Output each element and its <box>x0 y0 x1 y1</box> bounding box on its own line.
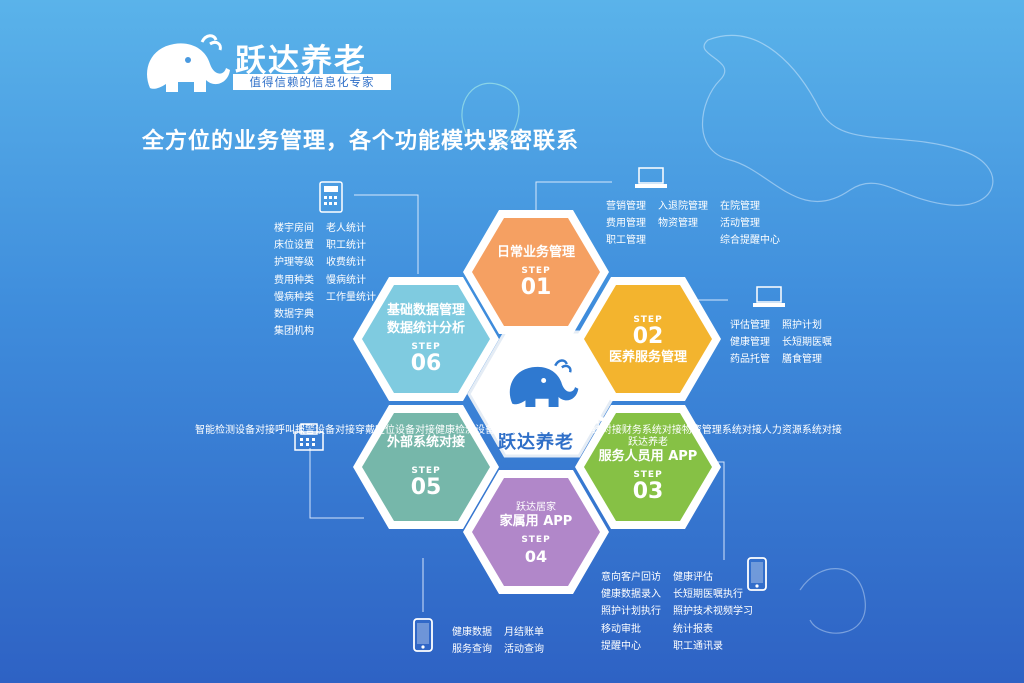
feature-item: 评估管理 <box>730 320 770 331</box>
feature-item <box>658 232 708 249</box>
step-number: 03 <box>632 479 664 504</box>
brand-slogan: 值得信赖的信息化专家 <box>233 74 391 90</box>
feature-item: 老人统计 <box>326 223 366 234</box>
daily-business-list: 营销管理 入退院管理 在院管理费用管理物资管理 活动管理职工管理 综合提醒中心 <box>606 198 780 250</box>
staff-app-list: 意向客户回访 健康评估健康数据录入长短期医嘱执行照护计划执行照护技术视频学习移动审… <box>601 569 753 655</box>
feature-item: 月结账单 <box>504 627 544 638</box>
step-label: STEP <box>411 342 441 352</box>
feature-item: 服务查询 <box>452 644 492 656</box>
laptop-icon <box>753 286 785 307</box>
smartphone-icon <box>747 557 767 591</box>
medical-service-list: 评估管理 照护计划健康管理长短期医嘱药品托管膳食管理 <box>730 317 832 369</box>
feature-item: 照护计划执行 <box>601 606 661 618</box>
elephant-logo-icon <box>579 407 607 424</box>
feature-item: 健康数据 <box>452 627 492 638</box>
step-label: STEP <box>521 266 551 276</box>
feature-item: 收费统计 <box>326 257 366 269</box>
feature-item: 长短期医嘱执行 <box>673 589 743 601</box>
feature-item: 在院管理 <box>720 201 760 212</box>
feature-item: 职工管理 <box>606 235 646 247</box>
feature-item: 健康检测设备对接 <box>435 425 515 436</box>
step-name: 家属用 APP <box>499 514 573 529</box>
feature-item: 呼叫报警设备对接 <box>275 425 355 436</box>
step-number: 01 <box>520 275 552 300</box>
feature-item: 物资管理 <box>658 218 698 230</box>
feature-item: HIS系统对接 <box>565 425 622 436</box>
feature-item: 提醒中心 <box>601 640 641 652</box>
elephant-logo-icon <box>509 359 579 407</box>
feature-item: 楼宇房间 <box>274 223 314 234</box>
fax-icon <box>294 423 324 451</box>
step-name: 服务人员用 APP <box>598 449 698 464</box>
phone-icon <box>319 181 343 213</box>
feature-item: 综合提醒中心 <box>720 235 780 247</box>
feature-item: 意向客户回访 <box>601 572 661 583</box>
external-system-list: 智能检测设备对接呼叫报警设备对接穿戴定位设备对接健康检测设备对接一卡通对接HIS… <box>195 422 842 439</box>
elephant-logo-icon <box>147 34 230 92</box>
feature-item: 费用管理 <box>606 218 646 230</box>
feature-item: 一卡通对接 <box>515 425 565 436</box>
step-label: STEP <box>633 315 663 325</box>
smartphone-icon <box>413 618 433 652</box>
feature-item: 入退院管理 <box>658 201 708 212</box>
feature-item: 物资管理系统对接 <box>681 425 762 436</box>
feature-item <box>326 306 376 323</box>
step-number: 05 <box>410 475 442 500</box>
feature-item: 财务系统对接 <box>621 425 682 436</box>
feature-item: 移动审批 <box>601 623 641 635</box>
feature-item: 药品托管 <box>730 354 770 366</box>
basic-data-list: 楼宇房间 老人统计床位设置职工统计护理等级收费统计费用种类慢病统计慢病种类工作量统… <box>274 220 376 340</box>
feature-item: 健康管理 <box>730 337 770 349</box>
feature-item: 工作量统计 <box>326 291 376 303</box>
center-brand-name: 跃达养老 <box>498 432 574 453</box>
step-name: 医养服务管理 <box>608 350 687 365</box>
feature-item: 智能检测设备对接 <box>195 425 275 436</box>
feature-item <box>326 323 376 340</box>
laptop-icon <box>635 167 667 188</box>
family-app-list: 健康数据 月结账单服务查询活动查询 <box>452 624 544 658</box>
feature-item: 穿戴定位设备对接 <box>355 425 435 436</box>
feature-item: 健康评估 <box>673 572 713 583</box>
feature-item: 慢病种类 <box>274 291 314 303</box>
feature-item: 护理等级 <box>274 257 314 269</box>
feature-item: 营销管理 <box>606 201 646 212</box>
feature-item: 照护计划 <box>782 320 822 331</box>
step-label: STEP <box>633 470 663 480</box>
step-name: 日常业务管理 <box>496 245 575 260</box>
step-label: STEP <box>521 535 551 545</box>
feature-item: 职工通讯录 <box>673 640 723 652</box>
brand-name: 跃达养老 <box>235 43 367 79</box>
feature-item: 健康数据录入 <box>601 589 661 601</box>
hexagon-step-04[interactable]: 跃达居家 家属用 APP STEP 04 <box>463 468 609 596</box>
step-number: 04 <box>524 547 548 566</box>
app-brand: 跃达养老 <box>628 437 668 448</box>
app-brand: 跃达居家 <box>516 502 556 513</box>
feature-item: 活动管理 <box>720 218 760 230</box>
step-label: STEP <box>411 466 441 476</box>
feature-item: 费用种类 <box>274 274 314 286</box>
step-name: 基础数据管理 数据统计分析 <box>386 303 465 336</box>
feature-item: 活动查询 <box>504 644 544 656</box>
feature-item: 职工统计 <box>326 240 366 252</box>
feature-item: 慢病统计 <box>326 274 366 286</box>
feature-item: 数据字典 <box>274 309 314 321</box>
feature-item: 床位设置 <box>274 240 314 252</box>
headline: 全方位的业务管理，各个功能模块紧密联系 <box>142 129 580 154</box>
feature-item: 膳食管理 <box>782 354 822 366</box>
feature-item: 统计报表 <box>673 623 713 635</box>
step-number: 06 <box>410 351 442 376</box>
step-number: 02 <box>632 324 664 349</box>
feature-item: 集团机构 <box>274 326 314 338</box>
feature-item: 人力资源系统对接 <box>761 425 842 436</box>
feature-item: 照护技术视频学习 <box>673 606 753 618</box>
feature-item: 长短期医嘱 <box>782 337 832 349</box>
step-name: 外部系统对接 <box>386 435 465 450</box>
